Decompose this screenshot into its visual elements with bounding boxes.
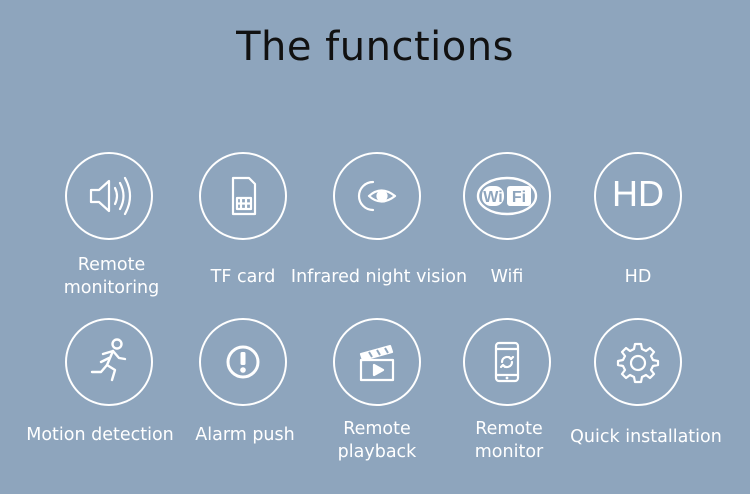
feature-label: TF card (210, 267, 276, 287)
feature-remote-monitor (463, 318, 551, 406)
feature-wifi: Wi Fi (463, 152, 551, 240)
clapperboard-icon (359, 344, 395, 382)
feature-alarm-push (199, 318, 287, 406)
feature-label: Alarm push (195, 425, 295, 445)
feature-label: Infrared night vision (290, 267, 468, 287)
hd-icon: HD (612, 173, 664, 214)
feature-label: Quick installation (570, 427, 722, 447)
feature-motion-detection (65, 318, 153, 406)
svg-text:Fi: Fi (512, 189, 526, 206)
sd-card-icon (231, 176, 257, 216)
page-title: The functions (236, 24, 514, 70)
speaker-icon (89, 176, 132, 216)
feature-hd: HD (594, 152, 682, 240)
feature-label: Remote playback (337, 419, 417, 462)
feature-remote-monitoring (65, 152, 153, 240)
phone-sync-icon (494, 341, 520, 383)
night-eye-icon (357, 180, 397, 212)
feature-label: Remote monitor (474, 419, 544, 462)
feature-tf-card (199, 152, 287, 240)
feature-quick-installation (594, 318, 682, 406)
feature-infrared-night-vision (333, 152, 421, 240)
wifi-logo-icon: Wi Fi (476, 176, 538, 216)
feature-label: Motion detection (26, 425, 174, 445)
feature-label: HD (624, 267, 652, 287)
svg-text:Wi: Wi (483, 189, 502, 206)
running-person-icon (90, 338, 127, 382)
alert-icon (226, 345, 260, 379)
gear-icon (616, 342, 660, 384)
feature-label: Wifi (490, 267, 524, 287)
feature-remote-playback (333, 318, 421, 406)
feature-label: Remote monitoring (63, 255, 160, 298)
